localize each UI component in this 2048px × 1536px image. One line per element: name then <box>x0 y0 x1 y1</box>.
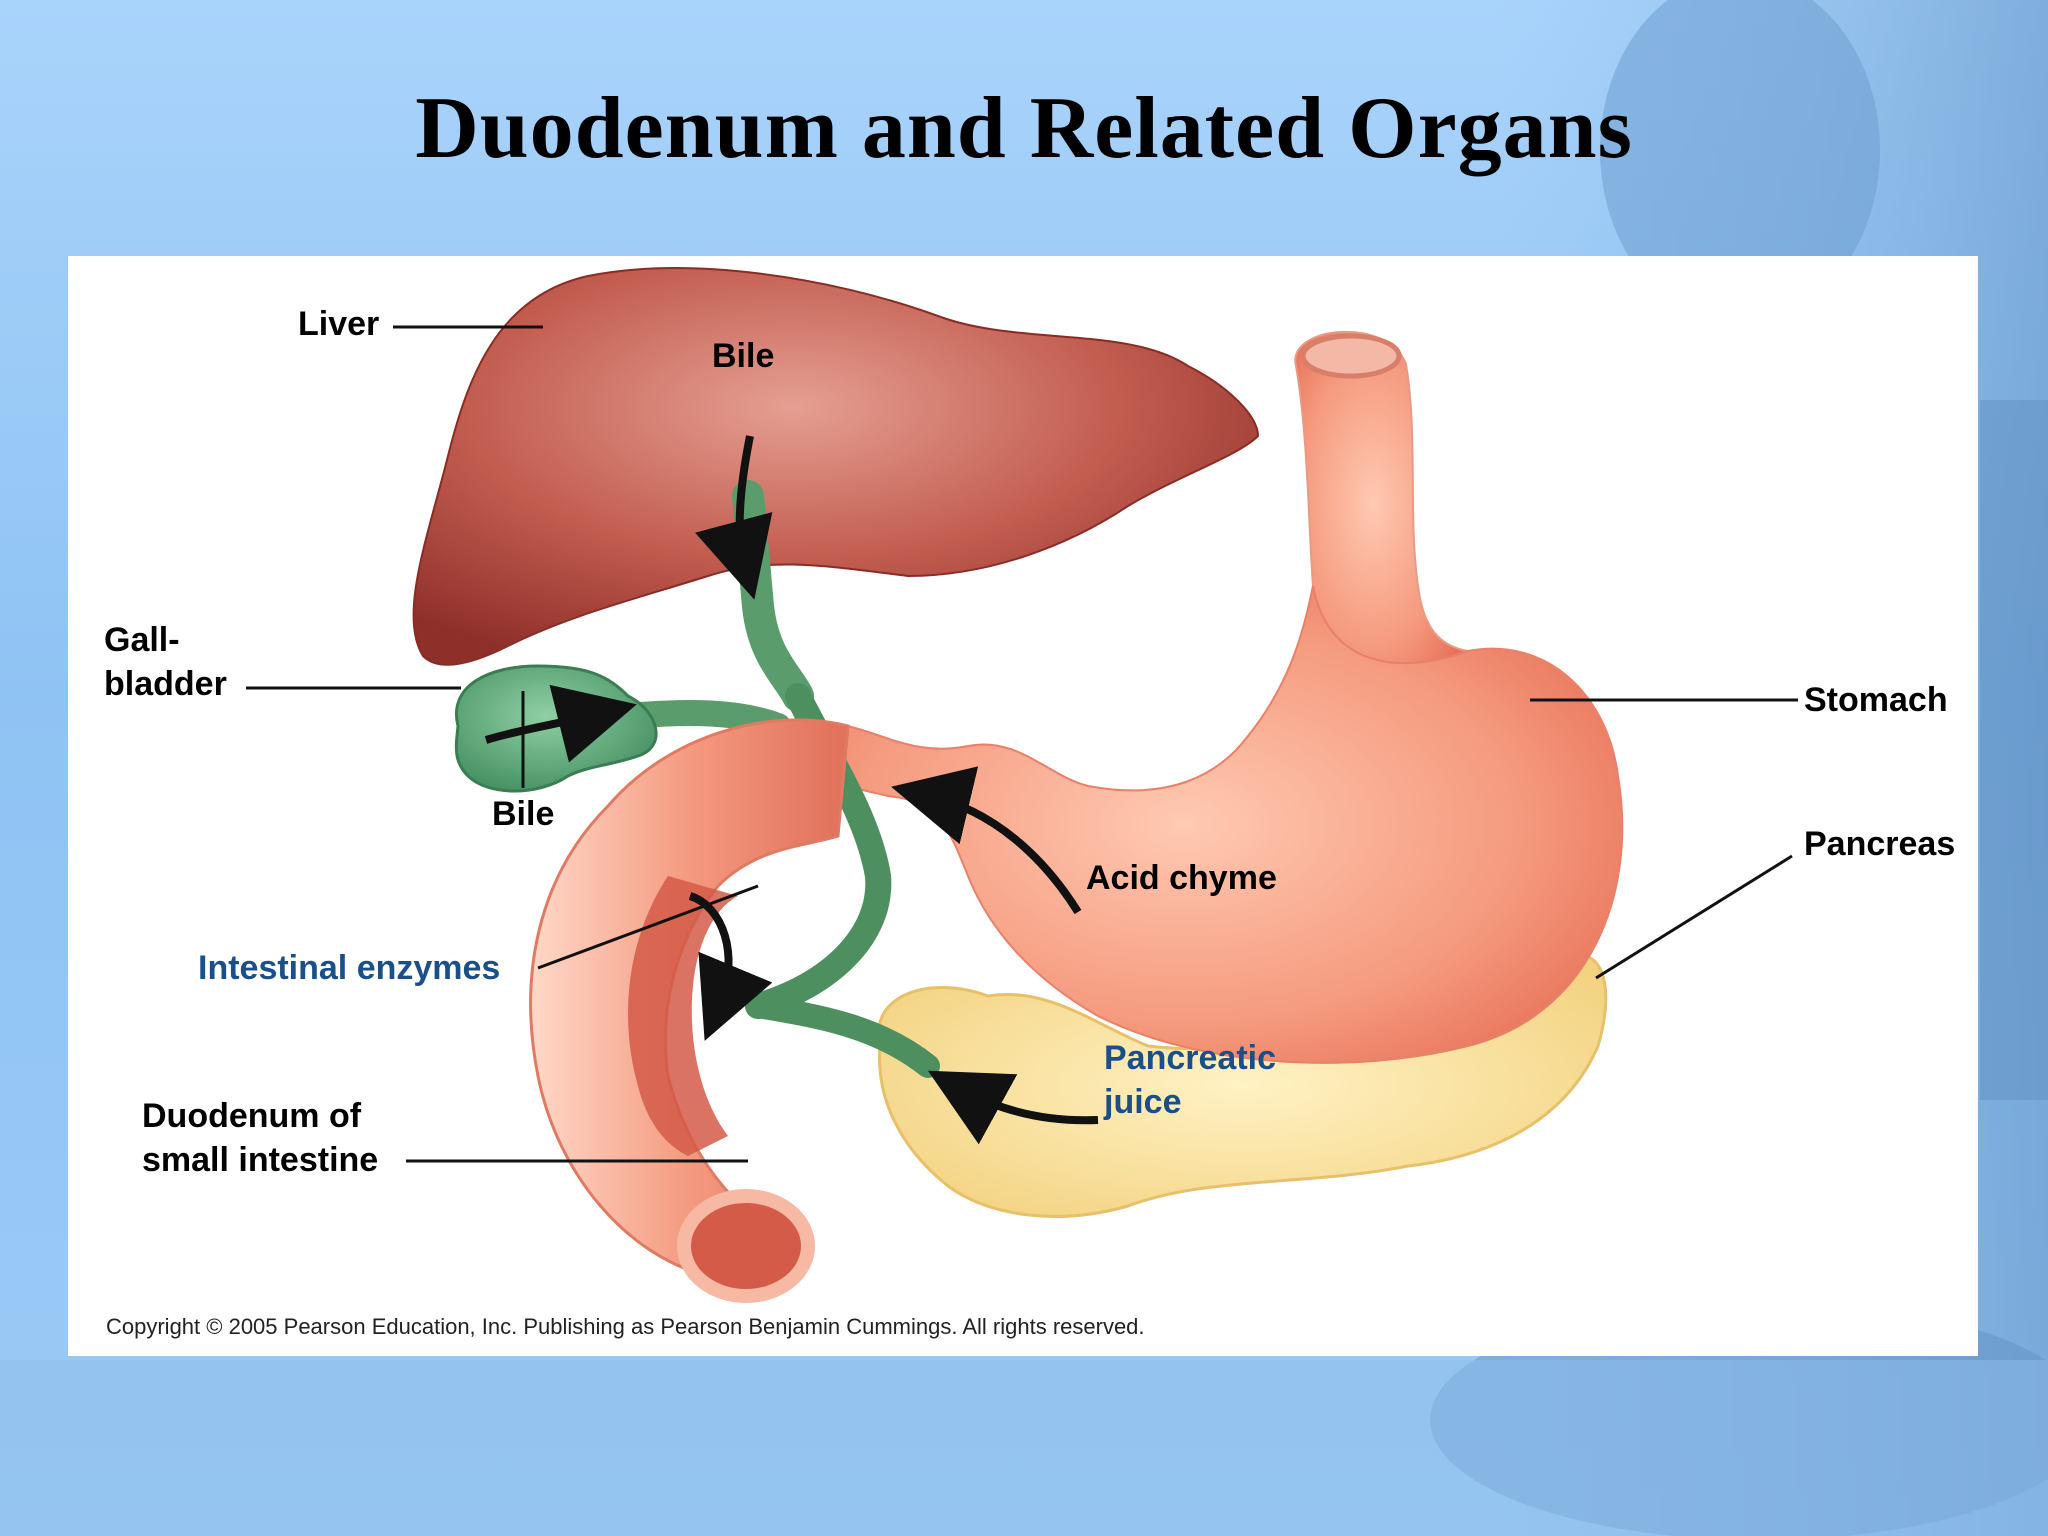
duodenum-label-line2: small intestine <box>142 1141 379 1179</box>
stomach-shape <box>826 585 1624 1064</box>
gallbladder-shape <box>454 664 658 793</box>
duodenum-inner-wall <box>628 876 738 1156</box>
digestive-organs-illustration <box>246 267 1798 1303</box>
bile-arrow-gallbladder <box>484 684 637 763</box>
liver-label: Liver <box>298 305 380 343</box>
slide-title: Duodenum and Related Organs <box>415 80 1633 177</box>
bile-arrow-down <box>695 435 773 600</box>
pancreatic-juice-label-line2: juice <box>1104 1083 1182 1121</box>
acid-chyme-label: Acid chyme <box>1086 859 1277 897</box>
pancreatic-juice-label-line1: Pancreatic <box>1104 1039 1276 1077</box>
copyright-notice: Copyright © 2005 Pearson Education, Inc.… <box>106 1314 1145 1339</box>
pancreas-leader-line <box>1595 854 1793 980</box>
bile-label-top: Bile <box>712 337 775 375</box>
intestinal-enzymes-label: Intestinal enzymes <box>198 949 501 987</box>
intestinal-enzymes-leader-line <box>537 884 759 970</box>
esophagus-opening <box>1300 333 1402 379</box>
diagram-panel: Liver Bile Gall- bladder Bile Stomach Pa… <box>68 256 1978 1356</box>
pancreatic-duct <box>746 994 940 1078</box>
duodenum-opening <box>677 1189 815 1303</box>
stomach-label: Stomach <box>1804 681 1948 719</box>
acid-chyme-arrow <box>891 766 1082 915</box>
pancreatic-juice-arrow <box>927 1070 1099 1145</box>
bile-label-bottom: Bile <box>492 795 555 833</box>
pancreas-label: Pancreas <box>1804 825 1956 863</box>
gallbladder-label-line1: Gall- <box>104 621 180 659</box>
gallbladder-label-line2: bladder <box>104 665 227 703</box>
duodenum-label-line1: Duodenum of <box>142 1097 362 1135</box>
intestinal-enzymes-arrow <box>688 892 773 1041</box>
